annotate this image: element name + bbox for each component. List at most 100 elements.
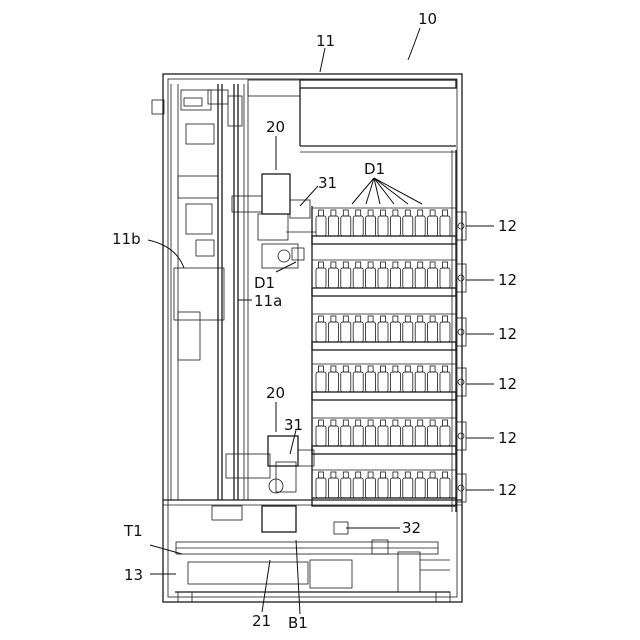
product	[428, 366, 438, 392]
product	[390, 366, 400, 392]
product	[316, 262, 326, 288]
product	[428, 262, 438, 288]
shelf-latch	[456, 264, 466, 292]
product	[428, 316, 438, 342]
product	[403, 210, 413, 236]
product	[403, 366, 413, 392]
label-shelf-3: 12	[498, 325, 517, 343]
label-product-group: D1	[364, 160, 385, 178]
product	[328, 472, 338, 498]
product	[353, 420, 363, 446]
product	[328, 316, 338, 342]
product	[353, 262, 363, 288]
product	[328, 366, 338, 392]
product	[366, 420, 376, 446]
shelf-latch	[456, 368, 466, 396]
label-transfer-base: 21	[252, 612, 271, 630]
label-transfer-upper: 20	[266, 118, 285, 136]
product	[353, 316, 363, 342]
shelf	[312, 364, 456, 400]
product	[366, 262, 376, 288]
shelf-frame	[312, 150, 456, 512]
product	[316, 316, 326, 342]
product	[378, 472, 388, 498]
label-base: 13	[124, 566, 143, 584]
label-top-unit: 11	[316, 32, 335, 50]
product	[440, 262, 450, 288]
product	[328, 262, 338, 288]
product	[341, 316, 351, 342]
product	[316, 210, 326, 236]
product	[403, 262, 413, 288]
product	[366, 210, 376, 236]
label-transfer-lower: 20	[266, 384, 285, 402]
product	[440, 210, 450, 236]
product	[341, 210, 351, 236]
label-product-single: D1	[254, 274, 275, 292]
label-shelf-6: 12	[498, 481, 517, 499]
product	[415, 316, 425, 342]
shelf-latch	[456, 212, 466, 240]
product	[415, 366, 425, 392]
product	[316, 472, 326, 498]
label-arm-upper: 31	[318, 174, 337, 192]
shelf-stack	[312, 208, 456, 506]
product	[353, 472, 363, 498]
product	[390, 262, 400, 288]
product	[366, 366, 376, 392]
product	[316, 420, 326, 446]
product	[378, 262, 388, 288]
product	[440, 420, 450, 446]
shelf-latch	[456, 474, 466, 502]
shelf	[312, 208, 456, 244]
product	[366, 472, 376, 498]
product	[341, 366, 351, 392]
label-shelf-4: 12	[498, 375, 517, 393]
product	[390, 210, 400, 236]
product	[353, 210, 363, 236]
label-frame-a: 11a	[254, 292, 282, 310]
product	[440, 366, 450, 392]
product	[403, 472, 413, 498]
label-shelf-5: 12	[498, 429, 517, 447]
product	[428, 472, 438, 498]
shelf	[312, 260, 456, 296]
shelf	[312, 314, 456, 350]
product	[440, 316, 450, 342]
product	[428, 420, 438, 446]
label-bottom-ref: B1	[288, 614, 308, 632]
product	[403, 316, 413, 342]
label-sensor: 32	[402, 519, 421, 537]
product	[328, 210, 338, 236]
shelf	[312, 418, 456, 454]
label-shelf-2: 12	[498, 271, 517, 289]
product	[428, 210, 438, 236]
label-tray: T1	[123, 522, 143, 540]
product	[415, 472, 425, 498]
product	[378, 210, 388, 236]
label-shelf-1: 12	[498, 217, 517, 235]
product	[341, 472, 351, 498]
product	[341, 420, 351, 446]
upper-transfer-unit	[232, 174, 316, 268]
label-frame-b: 11b	[112, 230, 141, 248]
label-arm-lower: 31	[284, 416, 303, 434]
product	[366, 316, 376, 342]
product	[353, 366, 363, 392]
product	[415, 262, 425, 288]
product	[328, 420, 338, 446]
product	[440, 472, 450, 498]
product	[390, 472, 400, 498]
lower-transfer-unit	[226, 436, 314, 493]
vertical-rail	[208, 84, 248, 500]
product	[415, 210, 425, 236]
product	[316, 366, 326, 392]
label-machine: 10	[418, 10, 437, 28]
top-unit	[248, 80, 456, 152]
product	[403, 420, 413, 446]
product	[378, 420, 388, 446]
product	[390, 420, 400, 446]
shelf-latch	[456, 318, 466, 346]
product	[341, 262, 351, 288]
